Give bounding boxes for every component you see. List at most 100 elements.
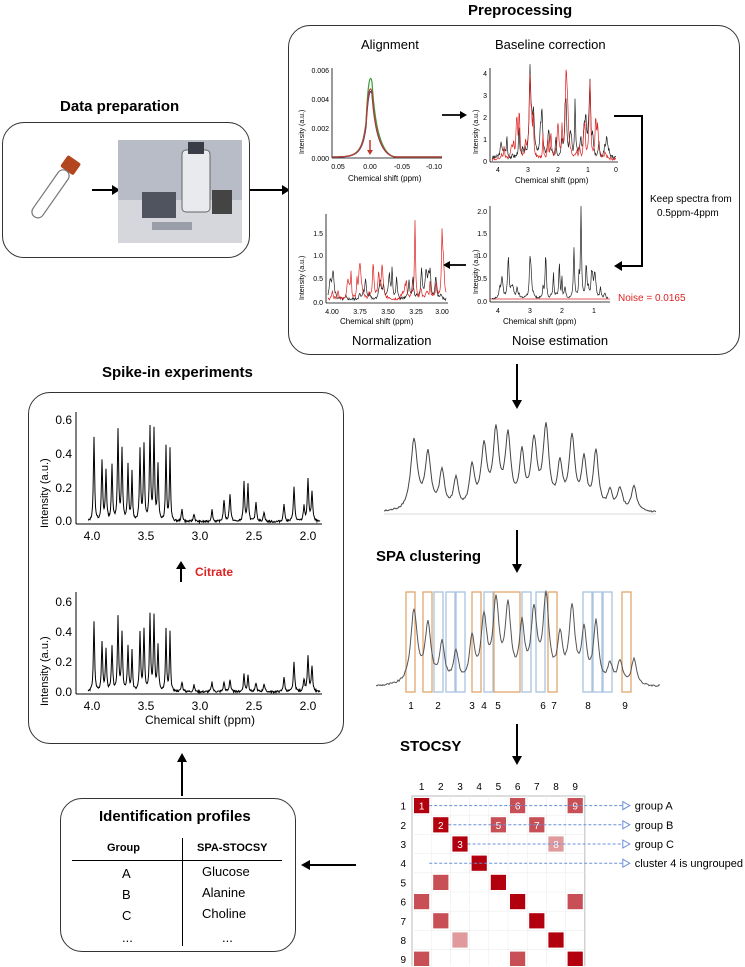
group-arrowhead — [622, 858, 631, 869]
matrix-row-label: 1 — [400, 802, 406, 813]
cluster-label: 9 — [622, 701, 628, 712]
matrix-row-label: 7 — [400, 917, 406, 928]
alignment-ytick: 0.006 — [311, 68, 329, 75]
group-arrowhead — [622, 839, 631, 849]
matrix-cell — [567, 894, 583, 910]
arrow-align-to-baseline — [442, 111, 467, 119]
arrow-down-1 — [512, 364, 522, 409]
spa-stocsy-header: SPA-STOCSY — [197, 842, 268, 854]
cluster-box — [521, 591, 532, 693]
matrix-cell-label: 2 — [438, 821, 444, 832]
matrix-row-label: 5 — [400, 878, 406, 889]
alignment-ytick: 0.002 — [311, 126, 329, 133]
norm-xtick: 3.25 — [409, 309, 423, 316]
matrix-row-label: 2 — [400, 821, 406, 832]
matrix-cell-label: 8 — [553, 840, 559, 851]
cluster-box — [445, 591, 456, 693]
processed-spectrum — [384, 422, 656, 515]
cluster-box — [592, 591, 603, 693]
noise-ytick: 0.0 — [477, 299, 487, 306]
spike-bottom-ylabel: Intensity (a.u.) — [39, 636, 51, 706]
cluster-box — [405, 591, 416, 693]
noise-plot: Intensity (a.u.) 2.0 1.5 1.0 0.5 0.0 4 3… — [473, 205, 610, 315]
baseline-ylabel: Intensity (a.u.) — [473, 110, 480, 154]
baseline-xlabel: Chemical shift (ppm) — [515, 176, 589, 185]
cluster-label: 3 — [469, 701, 475, 712]
matrix-cell — [510, 894, 526, 910]
matrix-cell-label: 3 — [457, 840, 463, 851]
matrix-cell — [433, 817, 449, 833]
matrix-col-label: 3 — [457, 782, 463, 793]
group-cell: B — [122, 887, 131, 902]
stocsy-title: STOCSY — [400, 738, 462, 755]
spike-bottom-xtick: 3.0 — [192, 699, 209, 713]
alignment-xtick: 0.00 — [363, 164, 377, 171]
matrix-cell — [452, 932, 468, 948]
normalization-ylabel: Intensity (a.u.) — [299, 256, 306, 300]
spa-clustering-title: SPA clustering — [376, 548, 482, 565]
group-label: group A — [635, 801, 674, 813]
compound-cell: Choline — [202, 906, 247, 921]
arrow-down-3 — [512, 724, 522, 765]
alignment-ylabel: Intensity (a.u.) — [299, 110, 306, 154]
norm-xtick: 4.00 — [325, 309, 339, 316]
noise-xtick: 4 — [496, 308, 500, 315]
matrix-cell — [433, 913, 449, 929]
spike-top-xtick: 2.5 — [246, 529, 263, 543]
baseline-ytick: 2 — [483, 115, 487, 122]
spike-in-title: Spike-in experiments — [102, 364, 253, 381]
spike-bottom-plot: Intensity (a.u.) 0.6 0.4 0.2 0.0 4.0 3.5… — [39, 592, 322, 727]
identification-box — [60, 798, 296, 952]
cluster-label: 4 — [481, 701, 487, 712]
matrix-col-label: 1 — [419, 782, 425, 793]
noise-ytick: 1.0 — [477, 253, 487, 260]
matrix-row-label: 8 — [400, 936, 406, 947]
matrix-row-label: 4 — [400, 859, 406, 870]
alignment-title: Alignment — [361, 37, 419, 52]
matrix-cell-label: 6 — [515, 802, 521, 813]
baseline-ytick: 3 — [483, 93, 487, 100]
matrix-cell — [548, 932, 564, 948]
spike-top-ytick: 0.6 — [55, 413, 72, 427]
matrix-cell — [452, 836, 468, 852]
spike-top-xtick: 2.0 — [300, 529, 317, 543]
spike-top-xtick: 3.0 — [192, 529, 209, 543]
cluster-label: 8 — [585, 701, 591, 712]
alignment-xtick: -0.05 — [394, 164, 410, 171]
matrix-cell — [510, 798, 526, 814]
spike-top-plot: Intensity (a.u.) 0.6 0.4 0.2 0.0 4.0 3.5… — [39, 412, 322, 543]
compound-cell: Alanine — [202, 885, 246, 900]
alignment-xtick: 0.05 — [331, 164, 345, 171]
test-tube-icon — [31, 155, 81, 219]
cluster-label: 6 — [540, 701, 546, 712]
cluster-box — [455, 591, 466, 693]
cluster-label: 2 — [435, 701, 441, 712]
spike-bottom-xlabel: Chemical shift (ppm) — [145, 713, 255, 727]
spike-bottom-ytick: 0.2 — [55, 655, 72, 669]
matrix-cell-label: 7 — [534, 821, 540, 832]
matrix-col-label: 6 — [515, 782, 521, 793]
noise-ytick: 2.0 — [477, 209, 487, 216]
alignment-ytick: 0.004 — [311, 97, 329, 104]
group-label: cluster 4 is ungrouped — [635, 858, 743, 870]
matrix-row-label: 3 — [400, 840, 406, 851]
matrix-cell — [567, 951, 583, 966]
identification-title: Identification profiles — [99, 808, 251, 825]
cluster-box — [493, 591, 521, 693]
noise-ytick: 1.5 — [477, 231, 487, 238]
arrow-to-identification — [301, 860, 356, 870]
group-cell: A — [122, 866, 131, 881]
cluster-box — [422, 591, 433, 693]
group-label: group C — [635, 839, 674, 851]
group-label: group B — [635, 820, 674, 832]
arrow-up-to-spike — [177, 753, 187, 796]
spike-bottom-xtick: 3.5 — [138, 699, 155, 713]
matrix-cell-label: 9 — [572, 802, 578, 813]
keep-spectra-line2: 0.5ppm-4ppm — [657, 208, 719, 219]
normalization-plot: Intensity (a.u.) 1.5 1.0 0.5 0.0 4.00 3.… — [299, 214, 449, 316]
nmr-instrument-image — [118, 140, 242, 243]
norm-ytick: 0.0 — [313, 300, 323, 307]
noise-xtick: 1 — [592, 308, 596, 315]
norm-ytick: 1.5 — [313, 231, 323, 238]
preprocessing-title: Preprocessing — [468, 2, 573, 19]
